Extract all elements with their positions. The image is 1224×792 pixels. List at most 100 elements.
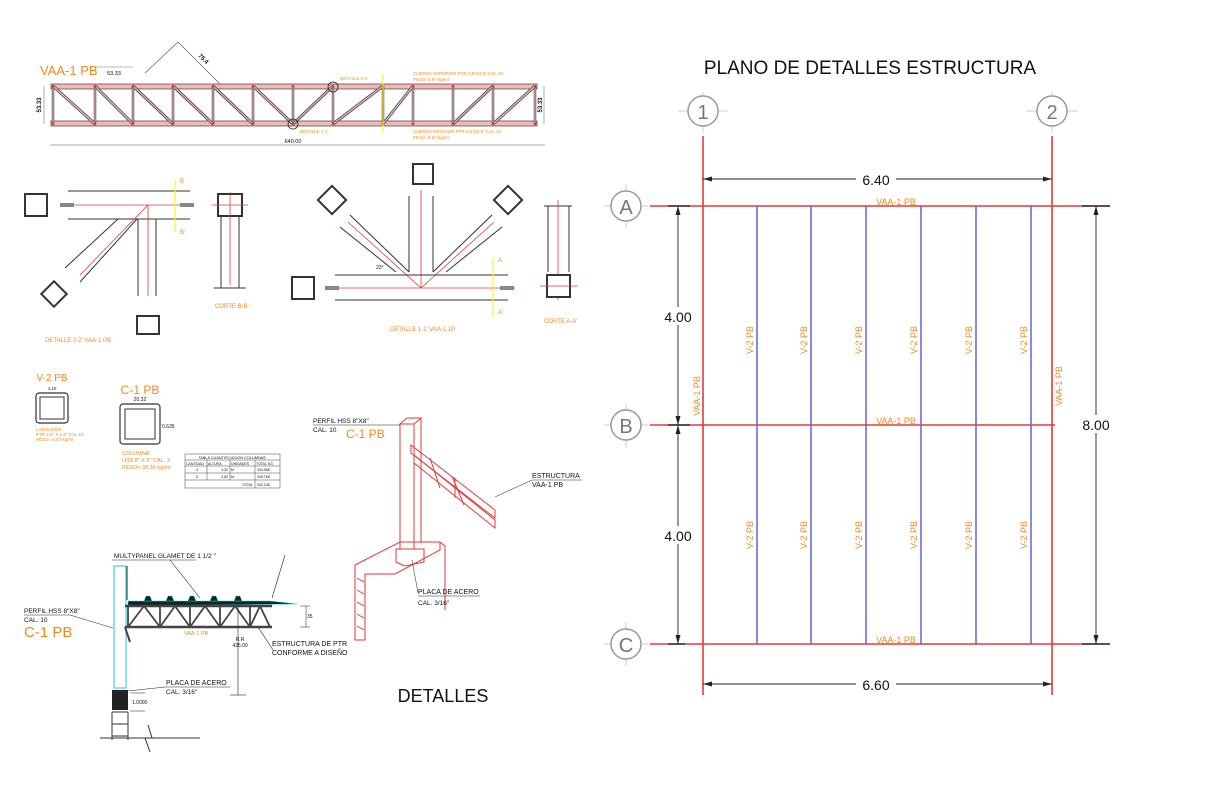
dim-left-lower: 4.00 xyxy=(664,528,691,544)
multipanel-note: MULTYPANEL GLAMET DE 1 1/2 " xyxy=(114,553,216,560)
top-chord-note: CUERDA SUPERIOR PTR 2.5"X2.5" CAL.10 xyxy=(413,71,503,76)
corte-aa-caption: CORTE A-A' xyxy=(544,319,577,325)
joist-label: V-2 PB xyxy=(909,521,919,549)
dim-top-value: 6.40 xyxy=(862,172,889,188)
mark-b-prime: B' xyxy=(180,230,185,236)
detail-11-caption: DETALLE 1-1' VAA-1 1P xyxy=(390,327,455,333)
truss-height-dim-right: 53.33 xyxy=(538,97,544,113)
iso-profile-note: PERFIL HSS 8"X8" xyxy=(313,418,369,425)
axis-bubble-c: C xyxy=(604,622,648,666)
truss-elevation: VAA-1 PB 53.33 53.33 53.33 75.4 640.00 D… xyxy=(37,41,545,146)
table-total-value: 932.248 xyxy=(257,483,270,487)
joist-label: V-2 PB xyxy=(854,326,864,354)
joist-label: V-2 PB xyxy=(745,521,755,549)
axis-bubble-2: 2 xyxy=(1027,92,1077,132)
dimension-top: 6.40 xyxy=(703,170,1052,188)
detail-1-1: A A' 23° DETALLE 1-1' VAA-1 1P xyxy=(291,163,524,333)
elev-cal-note: CAL. 10 xyxy=(24,617,48,624)
mark-a-prime: A' xyxy=(498,310,503,316)
bottom-chord-note: CUERDA INFERIOR PTR 2.5"X2.5" CAL.10 xyxy=(413,129,501,134)
dim-bottom-value: 6.60 xyxy=(862,677,889,693)
v2-note-2: PTR 2.5" X 2.5" CAL 10 xyxy=(36,432,84,437)
detail-11-marker xyxy=(287,118,299,130)
mark-a: A xyxy=(498,258,502,264)
table-cell: 3 xyxy=(196,475,198,479)
truss-label: VAA-1 PB xyxy=(40,63,98,78)
c1-title: C-1 PB xyxy=(121,383,160,397)
mark-b: B xyxy=(180,179,184,185)
elev-plate-note: PLACA DE ACERO xyxy=(166,680,227,687)
level-value: 435.00 xyxy=(232,643,248,649)
joist-label: V-2 PB xyxy=(799,326,809,354)
beam-lines xyxy=(650,136,1110,695)
joist-label: V-2 PB xyxy=(745,326,755,354)
elev-column-label: C-1 PB xyxy=(24,624,72,641)
iso-column-label: C-1 PB xyxy=(346,427,385,441)
iso-plate-note: PLACA DE ACERO xyxy=(418,589,479,596)
truss-total-dim: 640.00 xyxy=(285,139,302,145)
section-c1: C-1 PB 20.32 0.635 COLUMNA HSS 8" X 8" C… xyxy=(119,383,175,471)
column-c1 xyxy=(113,565,127,689)
table-cell: 345.768 xyxy=(257,475,270,479)
dim-left-upper: 4.00 xyxy=(664,309,691,325)
v2-title: V-2 PB xyxy=(36,373,67,384)
iso-struct-note-2: VAA-1 PB xyxy=(532,482,563,489)
table-title: TABLA CUANTIFICACION COLUMNAS xyxy=(198,456,266,460)
v2-note-3: PESO= 6.67 kg/ml xyxy=(36,437,73,442)
truss-panel-dim: 53.33 xyxy=(107,71,121,77)
section-v2: V-2 PB 4.10 LARGUERO PTR 2.5" X 2.5" CAL… xyxy=(35,373,84,442)
section-bb: CORTE B-B' xyxy=(212,192,249,310)
truss-diag-dim: 75.4 xyxy=(197,53,210,66)
axis-label-b: B xyxy=(619,416,632,438)
table-header: UNIDADES xyxy=(231,462,250,466)
axis-label-c: C xyxy=(619,635,633,657)
iso-plate-cal: CAL. 3/16" xyxy=(418,600,450,607)
table-cell: 334.968 xyxy=(257,468,270,472)
iso-cal-note: CAL. 10 xyxy=(313,427,337,434)
c1-note-2: HSS 8" X 8" CAL. 3 xyxy=(122,458,170,464)
joist-label: V-2 PB xyxy=(1019,326,1029,354)
table-cell: 3.82 xyxy=(221,475,228,479)
quantity-table: TABLA CUANTIFICACION COLUMNAS CANTIDAD A… xyxy=(184,453,281,489)
beam-label-b: VAA-1 PB xyxy=(876,416,916,426)
dim-right-value: 8.00 xyxy=(1082,417,1109,433)
elev-profile-note: PERFIL HSS 8"X8" xyxy=(24,608,80,615)
details-title: DETALLES xyxy=(398,686,489,706)
iso-struct-note-1: ESTRUCTURA xyxy=(532,473,580,480)
dimension-right: 8.00 xyxy=(1077,205,1117,645)
beam-label-2: VAA-1 PB xyxy=(1054,366,1064,406)
detail-22-marker xyxy=(327,81,339,93)
dimension-left: 4.00 4.00 xyxy=(660,205,698,645)
truss-web-members xyxy=(51,84,537,126)
table-cell: M xyxy=(231,468,234,472)
table-cell: 4.32 xyxy=(221,468,228,472)
truss-detail-22-label: DETALLE 2-2' xyxy=(340,76,368,81)
truss-detail-11-label: DETALLE 1-1' xyxy=(300,129,328,134)
tube-section xyxy=(24,193,48,217)
joist-label: V-2 PB xyxy=(799,521,809,549)
elev-plate-cal: CAL. 3/16" xyxy=(166,689,198,696)
bottom-chord-weight: PESO: 6.67 kg/ml xyxy=(413,135,449,140)
elev-beam-label: VAA-1 PB xyxy=(184,631,209,637)
detail-22-caption: DETALLE 2-2' VAA-1 PB xyxy=(45,338,111,344)
beam-label-c: VAA-1 PB xyxy=(876,635,916,645)
truss-height-dim-left: 53.33 xyxy=(37,97,43,113)
corte-bb-caption: CORTE B-B' xyxy=(215,304,249,310)
base-block xyxy=(112,690,128,710)
joist-label: V-2 PB xyxy=(964,326,974,354)
axis-bubble-a: A xyxy=(604,184,648,228)
plan-title: PLANO DE DETALLES ESTRUCTURA xyxy=(704,58,1037,79)
v2-dim: 4.10 xyxy=(48,386,57,391)
v2-note-1: LARGUERO xyxy=(36,427,62,432)
c1-note-3: PESO= 38.36 kg/ml xyxy=(122,465,170,471)
dimension-bottom: 6.60 xyxy=(703,675,1052,693)
level-mark: R.R xyxy=(236,637,245,643)
angle-label: 23° xyxy=(376,265,384,271)
table-header: ALTURA xyxy=(208,462,222,466)
top-chord-weight: PESO: 6.67 kg/ml xyxy=(413,77,449,82)
joist-label: V-2 PB xyxy=(1019,521,1029,549)
table-header: CANTIDAD xyxy=(186,462,204,466)
isometric-detail xyxy=(354,417,496,641)
axis-label-a: A xyxy=(619,197,633,219)
elevation-detail: VAA-1 PB MULTYPANEL GLAMET DE 1 1/2 " PE… xyxy=(24,553,348,753)
